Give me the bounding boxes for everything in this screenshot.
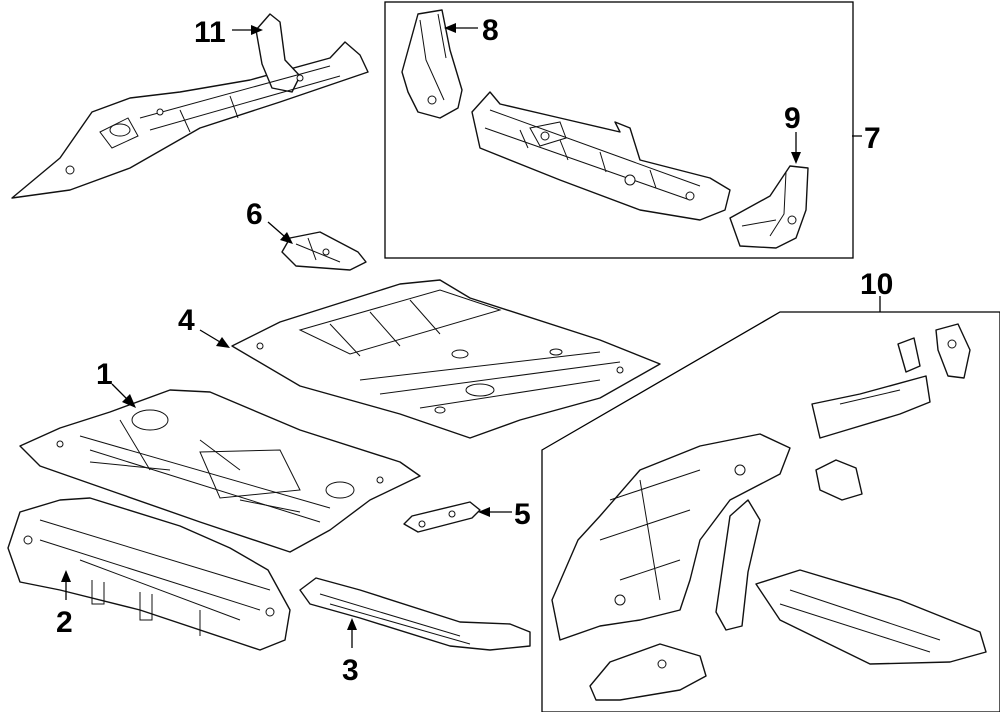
- callout-9: 9: [784, 102, 801, 135]
- part-11-rear-rail[interactable]: [11, 13, 369, 199]
- callout-3: 3: [342, 654, 359, 687]
- leader-6: [267, 221, 293, 244]
- callout-2: 2: [56, 606, 73, 639]
- leader-2: [61, 570, 71, 600]
- leader-9: [791, 132, 801, 164]
- callout-7: 7: [864, 122, 881, 155]
- group-frame-7: [384, 1, 854, 259]
- leader-8: [444, 23, 478, 33]
- part-8-bracket[interactable]: [401, 9, 463, 119]
- group-frame-10: [541, 311, 1000, 712]
- part-6-plate[interactable]: [281, 231, 367, 271]
- leader-5: [478, 507, 512, 517]
- callout-5: 5: [514, 498, 531, 531]
- callout-1: 1: [96, 358, 113, 391]
- part-1-rear-floor-pan[interactable]: [19, 389, 421, 553]
- part-9-bracket[interactable]: [729, 165, 809, 249]
- callout-10: 10: [860, 268, 893, 301]
- part-2-rear-crossmember[interactable]: [7, 497, 291, 651]
- part-7-crossmember[interactable]: [471, 91, 731, 221]
- leader-3: [347, 618, 357, 648]
- callout-6: 6: [246, 198, 263, 231]
- callout-11: 11: [194, 16, 226, 49]
- part-5-bracket[interactable]: [403, 501, 481, 533]
- callout-4: 4: [178, 304, 195, 337]
- callout-8: 8: [482, 14, 499, 47]
- part-10-assembly[interactable]: [551, 323, 987, 701]
- part-3-reinforcement[interactable]: [299, 577, 531, 651]
- leader-11: [232, 25, 263, 35]
- leader-4: [199, 329, 230, 348]
- leader-1: [111, 383, 136, 408]
- part-4-front-floor-pan[interactable]: [231, 279, 661, 439]
